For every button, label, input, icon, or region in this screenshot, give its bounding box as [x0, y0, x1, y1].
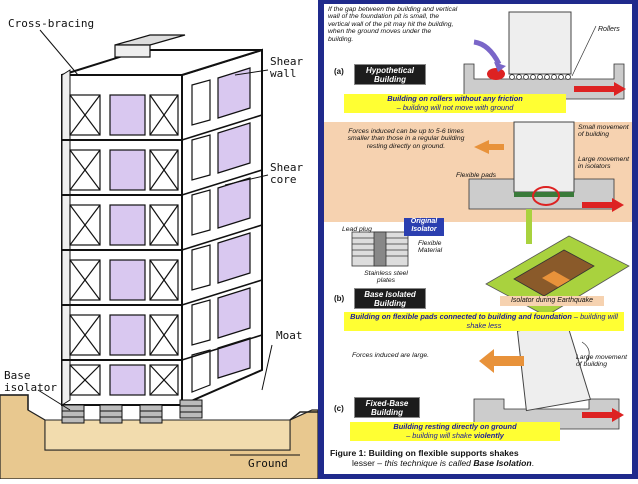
section-c-caption-sub: – building will shake	[406, 430, 472, 440]
cross-bracing-label: Cross-bracing	[8, 17, 95, 30]
forces-small-note: Forces induced can be up to 5-6 times sm…	[347, 128, 465, 150]
section-b-caption-main: Building on flexible pads connected to b…	[350, 312, 572, 321]
section-a-title: Hypothetical Building	[354, 64, 426, 85]
section-c-marker: (c)	[334, 404, 344, 413]
front-bays	[69, 94, 179, 396]
section-b-marker: (b)	[334, 294, 345, 303]
original-isolator-label: Original Isolator	[404, 218, 444, 236]
building-drawing	[0, 29, 319, 480]
shear-wall-label: Shear wall	[270, 55, 304, 80]
base-isolators	[61, 399, 203, 424]
isolation-figure-panel: If the gap between the building and vert…	[324, 4, 632, 474]
figure-caption-emph: Base Isolation	[473, 458, 532, 468]
isolation-figure-frame: If the gap between the building and vert…	[318, 0, 638, 479]
figure-caption-mid: lesser –	[352, 458, 383, 468]
section-c-caption: Building resting directly on ground – bu…	[350, 422, 560, 442]
section-a-caption-sub: – building will not move with ground	[396, 102, 514, 112]
base-isolator-label: Base isolator	[4, 369, 57, 394]
section-a-caption-main: Building on rollers without any friction	[387, 94, 523, 103]
figure-caption-end: .	[531, 458, 534, 468]
section-c-caption-main: Building resting directly on ground	[393, 422, 517, 431]
lead-plug-label: Lead plug	[342, 226, 372, 233]
section-b-title: Base Isolated Building	[354, 288, 426, 309]
isolator-quake-label: Isolator during Earthquake	[500, 296, 604, 306]
section-a-caption: Building on rollers without any friction…	[344, 94, 566, 114]
gap-note: If the gap between the building and vert…	[328, 6, 458, 43]
steel-plates-label: Stainless steel plates	[364, 270, 408, 285]
figure-caption-prefix: Figure 1: Building on flexible supports …	[330, 448, 519, 458]
shear-core-label: Shear core	[270, 161, 304, 186]
ground-label: Ground	[248, 457, 288, 470]
flexible-pads-label: Flexible pads	[456, 172, 497, 179]
section-a-marker: (a)	[334, 67, 344, 76]
building-illustration: Cross-bracing Shear wall Shear core Moat…	[0, 0, 319, 480]
section-b-caption: Building on flexible pads connected to b…	[344, 312, 624, 332]
figure-caption-italic: this technique is called	[384, 458, 471, 468]
small-movement-label: Small movement of building	[578, 124, 629, 139]
section-c-title: Fixed-Base Building	[354, 397, 420, 418]
large-movement-building-label: Large movement of building	[576, 354, 628, 369]
moat-label: Moat	[276, 329, 303, 342]
flexible-material-label: Flexible Material	[418, 240, 443, 255]
figure-caption: Figure 1: Building on flexible supports …	[330, 448, 630, 468]
forces-large-note: Forces induced are large.	[352, 352, 430, 359]
section-b-caption-sub: – building will shake less	[466, 312, 618, 330]
section-c-caption-emph: violently	[473, 430, 504, 440]
rollers-label: Rollers	[598, 26, 620, 33]
side-windows	[191, 67, 251, 393]
large-movement-isolators-label: Large movement in isolators	[578, 156, 630, 171]
